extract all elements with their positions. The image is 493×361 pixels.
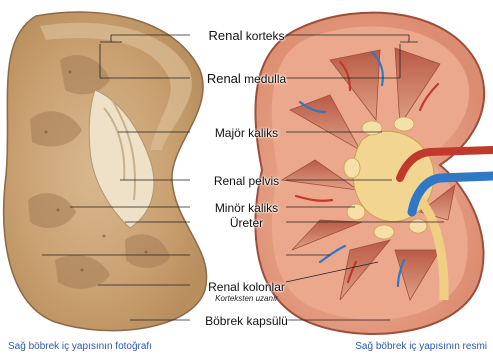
label-renal-medulla: Renal medulla [0,72,493,86]
label-kidney-capsule: Böbrek kapsülü [0,314,493,328]
caption-photo: Sağ böbrek iç yapısının fotoğrafı [8,341,152,352]
label-major-calyx: Majör kaliks [0,126,493,140]
caption-illustration: Sağ böbrek iç yapısının resmi [355,341,487,352]
label-minor-calyx: Minör kaliks [0,201,493,215]
label-renal-columns: Renal kolonlar [0,280,493,294]
label-renal-pelvis: Renal pelvis [0,174,493,188]
label-ureter: Üreter [0,216,493,230]
label-renal-columns-note: Korteksten uzanır [0,294,493,303]
label-renal-cortex: Renal korteks [0,29,493,43]
